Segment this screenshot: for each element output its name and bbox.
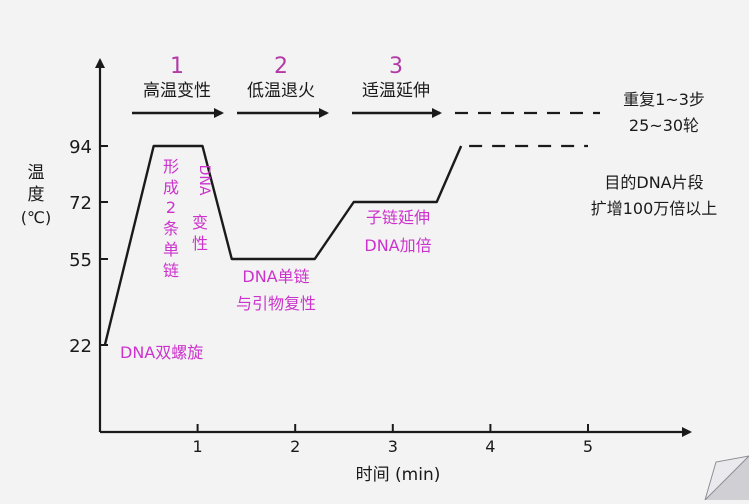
annotation-denature-a-char: 成	[163, 178, 179, 197]
annotation-denature-a-char: 形	[163, 157, 179, 176]
y-axis-title-line-2: 度	[28, 185, 45, 205]
step-3-label: 适温延伸	[362, 81, 430, 101]
x-tick-label: 5	[583, 437, 593, 456]
step-3-number: 3	[389, 54, 403, 79]
y-axis-title-line-1: 温	[28, 163, 45, 183]
annotation-denature-a-char: 2	[166, 198, 176, 217]
annotation-denature-a-char: 单	[163, 240, 179, 259]
y-tick-label: 22	[69, 336, 92, 357]
step-2-label: 低温退火	[247, 81, 315, 101]
annotation-denature-b-dna: DNA	[196, 165, 212, 196]
repeat-note-line-1: 重复1~3步	[623, 90, 705, 109]
annotation-extend-line-1: 子链延伸	[366, 208, 430, 227]
purpose-note-line-1: 目的DNA片段	[604, 173, 703, 192]
step-2-number: 2	[274, 54, 288, 79]
annotation-denature-a-char: 条	[163, 219, 179, 238]
step-1-number: 1	[170, 54, 184, 79]
annotation-anneal-line-2: 与引物复性	[236, 294, 316, 313]
x-tick-label: 3	[388, 437, 398, 456]
y-tick-label: 94	[69, 137, 92, 158]
temperature-profile-line	[103, 144, 463, 346]
y-axis-title-line-3: (℃)	[21, 208, 51, 227]
y-tick-label: 55	[69, 250, 92, 271]
annotation-denature-a-char: 链	[163, 261, 179, 280]
y-tick-label: 72	[69, 193, 92, 214]
purpose-note-line-2: 扩增100万倍以上	[591, 199, 718, 218]
x-tick-label: 1	[193, 437, 203, 456]
x-axis-title: 时间 (min)	[356, 465, 441, 485]
annotation-double-helix: DNA双螺旋	[120, 343, 203, 362]
y-ticks: 94 72 55 22	[69, 137, 108, 357]
page-curl	[704, 455, 749, 501]
x-tick-label: 4	[485, 437, 495, 456]
annotation-denature-b-char: 变	[192, 213, 208, 232]
annotation-denature-vertical-a: 形 成 2 条 单 链	[163, 157, 179, 280]
x-ticks: 1 2 3 4 5	[193, 424, 593, 456]
x-tick-label: 2	[290, 437, 300, 456]
step-1-label: 高温变性	[143, 81, 211, 101]
annotation-denature-vertical-b: DNA 变 性	[192, 165, 212, 253]
annotation-denature-b-char: 性	[192, 234, 208, 253]
repeat-note-line-2: 25~30轮	[629, 116, 699, 135]
annotation-extend-line-2: DNA加倍	[364, 236, 431, 255]
annotation-anneal-line-1: DNA单链	[242, 267, 309, 286]
